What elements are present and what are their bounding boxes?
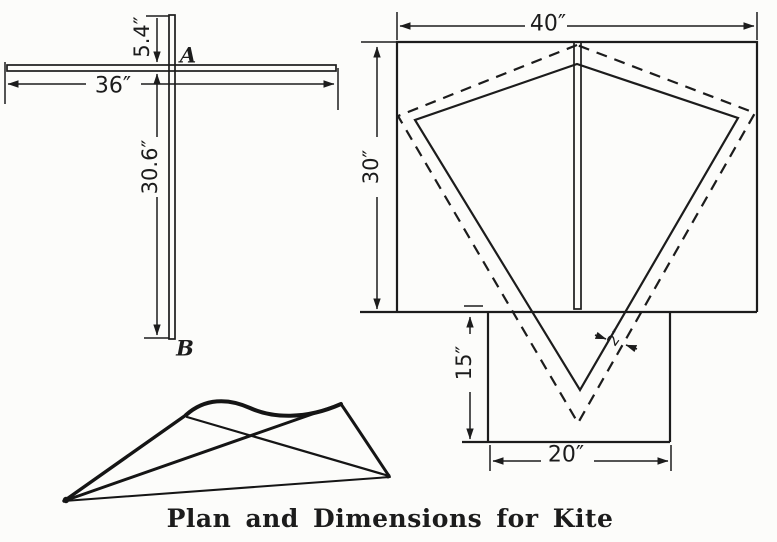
dimension-40: 40″	[396, 12, 758, 40]
sketch-nose-point	[62, 496, 70, 504]
figure-caption: Plan and Dimensions for Kite	[167, 504, 614, 533]
dimension-40-label: 40″	[530, 12, 566, 37]
dimension-36-label: 36″	[95, 74, 131, 99]
stick-frame-diagram: 36″ 5.4″ 30.6″ A B	[4, 14, 339, 361]
dimension-5-4-label: 5.4″	[130, 16, 154, 57]
dimension-15-label: 15″	[452, 346, 476, 381]
dimension-30-label: 30″	[359, 150, 383, 185]
dimension-20-label: 20″	[548, 443, 584, 468]
plan-tail-rectangle	[462, 312, 672, 444]
dimension-5-4: 5.4″	[130, 15, 169, 63]
dimension-30-6-label: 30.6″	[138, 140, 162, 195]
sketch-right-point	[385, 473, 391, 479]
dimension-30-6: 30.6″	[138, 73, 169, 339]
dimension-36: 36″	[4, 62, 339, 110]
kite-spine-stick	[573, 41, 582, 310]
point-a-label: A	[178, 43, 196, 68]
point-b-label: B	[175, 336, 194, 361]
kite-outline-solid	[413, 62, 740, 393]
dimension-30: 30″	[359, 41, 397, 310]
horizontal-stick	[6, 64, 337, 72]
dimension-20: 20″	[489, 443, 672, 471]
kite-plan-diagram: 40″ 30″ 15″ 20″ 2″	[359, 12, 759, 471]
kite-perspective-sketch	[62, 399, 391, 504]
vertical-stick	[168, 14, 176, 340]
dimension-15: 15″	[452, 305, 483, 440]
